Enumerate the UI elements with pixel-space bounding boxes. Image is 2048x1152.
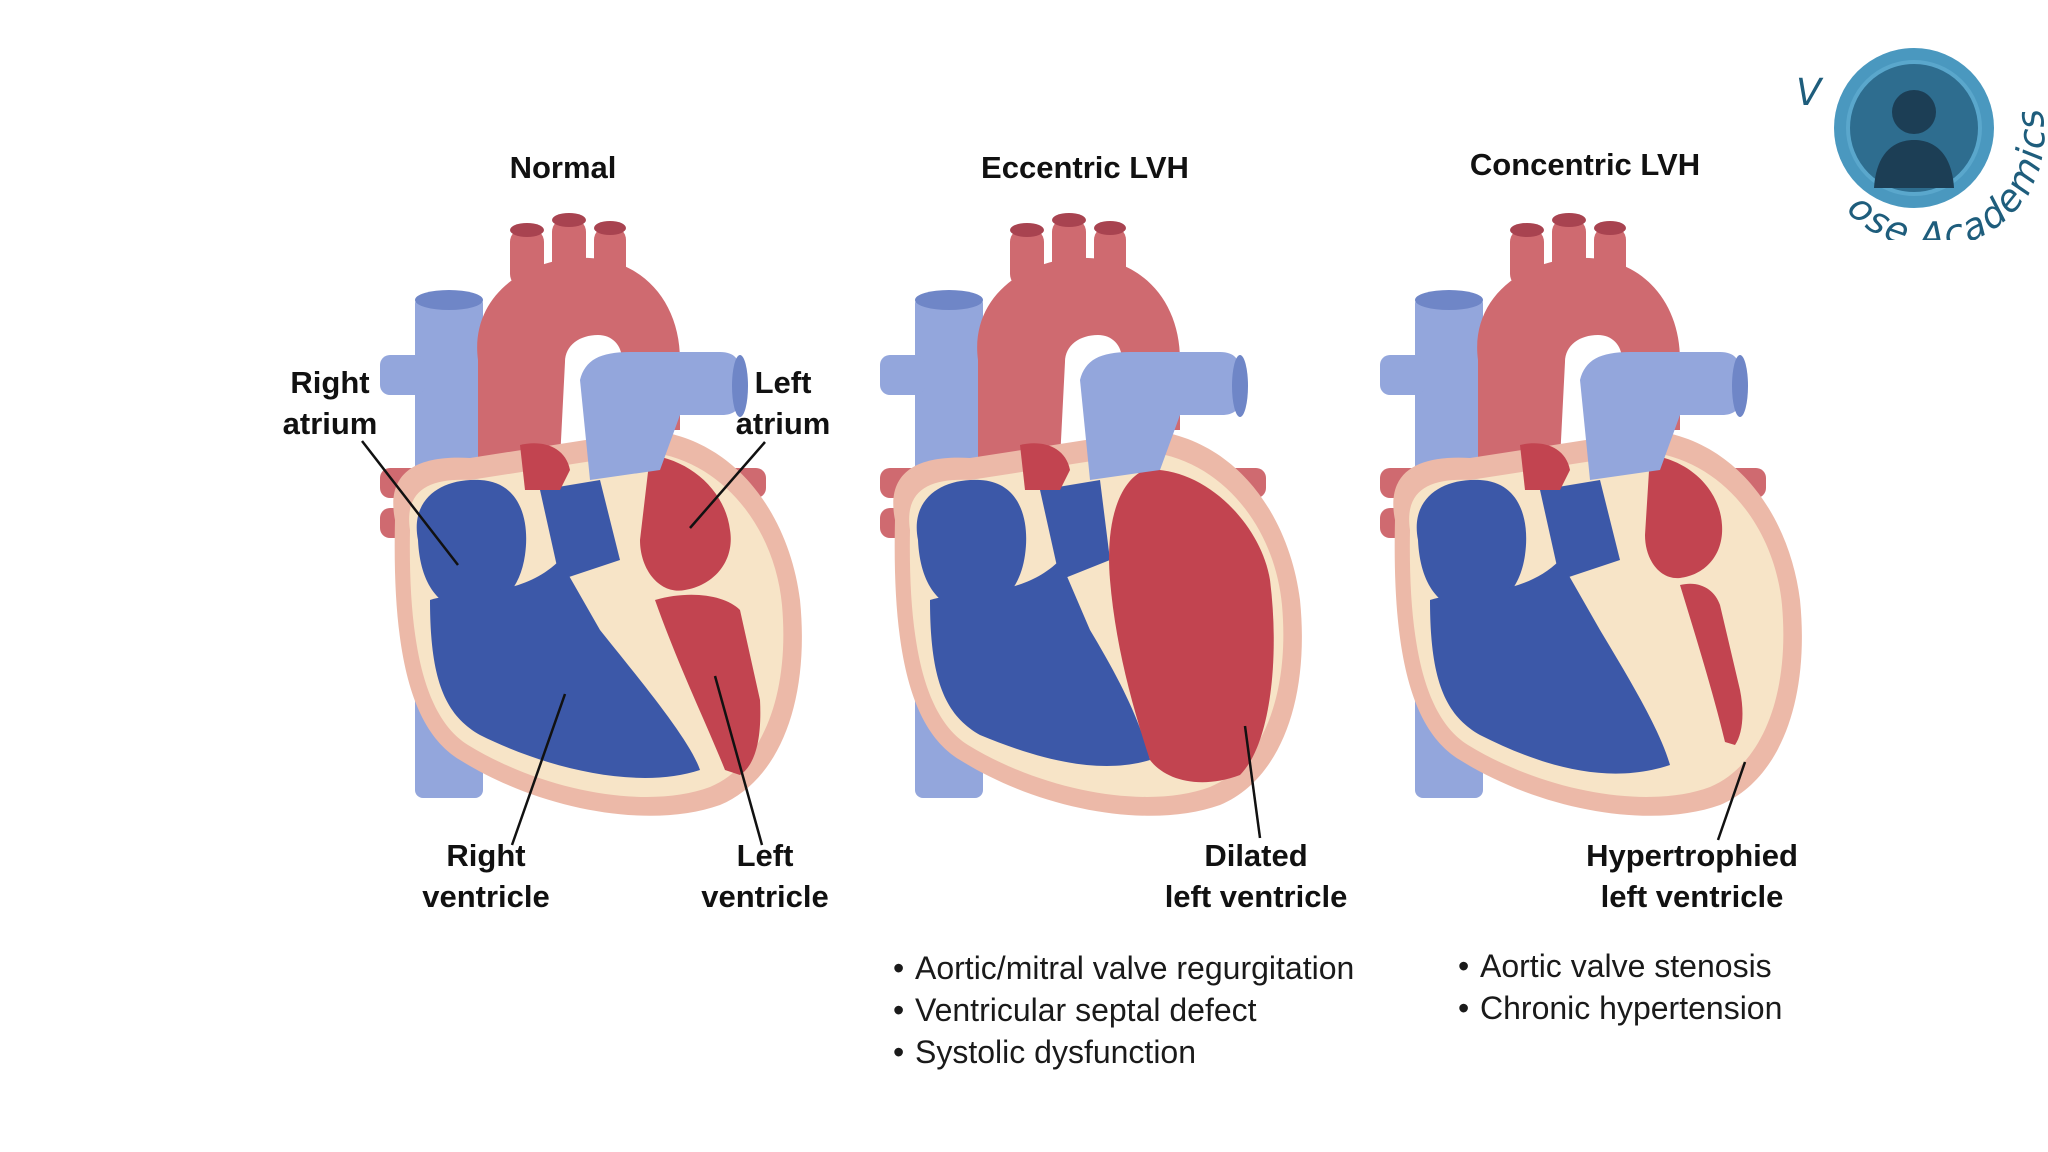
heart-concentric-lvh (1380, 213, 1802, 816)
heart-normal (380, 213, 802, 816)
leader-hypertrophied-lv (1716, 761, 1747, 841)
heart-eccentric-lvh (880, 213, 1302, 816)
title-normal: Normal (509, 150, 617, 185)
leader-right-atrium (361, 440, 459, 566)
leader-right-ventricle (510, 693, 567, 846)
leader-dilated-lv (1243, 725, 1262, 839)
title-concentric-lvh: Concentric LVH (1469, 147, 1701, 182)
doctor-avatar-icon (1874, 90, 1954, 188)
list-item: Aortic/mitral valve regurgitation (893, 947, 1354, 989)
leader-lines (361, 440, 1747, 846)
list-item: Systolic dysfunction (893, 1031, 1354, 1073)
concentric-causes-list: Aortic valve stenosis Chronic hypertensi… (1458, 945, 1782, 1029)
list-item: Chronic hypertension (1458, 987, 1782, 1029)
leader-left-atrium (689, 441, 766, 529)
list-item: Aortic valve stenosis (1458, 945, 1782, 987)
title-eccentric-lvh: Eccentric LVH (981, 150, 1189, 185)
logo: V ose Academics (1796, 48, 2046, 240)
leader-left-ventricle (713, 675, 764, 846)
list-item: Ventricular septal defect (893, 989, 1354, 1031)
eccentric-causes-list: Aortic/mitral valve regurgitation Ventri… (893, 947, 1354, 1073)
logo-text-left: V (1796, 71, 1824, 114)
